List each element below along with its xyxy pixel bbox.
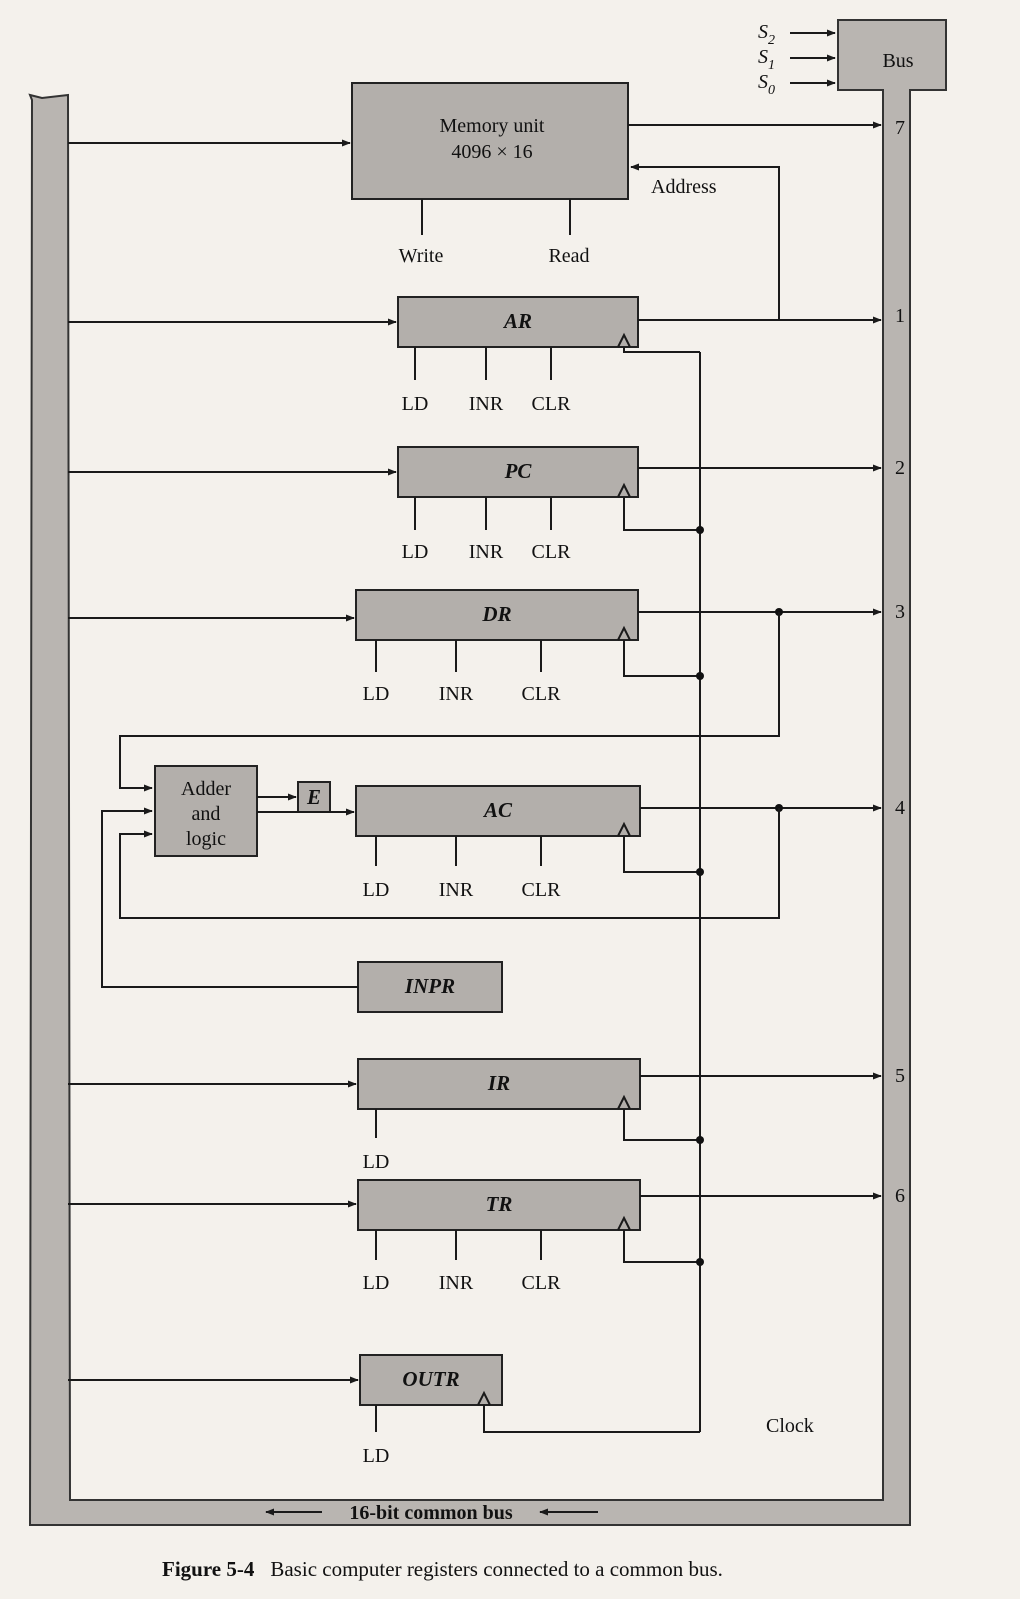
ac-clock-junction bbox=[696, 868, 704, 876]
bus-label: Bus bbox=[882, 50, 913, 72]
pc-clock-junction bbox=[696, 526, 704, 534]
ac-ld-label: LD bbox=[363, 879, 390, 901]
address-label: Address bbox=[651, 176, 717, 198]
inpr-name: INPR bbox=[404, 974, 455, 998]
outr-name: OUTR bbox=[402, 1367, 459, 1391]
pc-inr-label: INR bbox=[469, 541, 504, 563]
ac-register bbox=[355, 785, 641, 837]
tr-clock-line bbox=[623, 1230, 700, 1263]
outr-clock-line bbox=[483, 1405, 700, 1433]
dr-ld-label: LD bbox=[363, 683, 390, 705]
select-s0-label: S0 bbox=[758, 71, 775, 98]
ir-clock-line bbox=[623, 1109, 700, 1141]
dr-name: DR bbox=[481, 602, 511, 626]
bus-port-6: 6 bbox=[895, 1185, 905, 1207]
ir-clock-triangle bbox=[617, 1094, 631, 1110]
clock-label: Clock bbox=[766, 1415, 814, 1437]
ac-inr-label: INR bbox=[439, 879, 474, 901]
ac-clock-line bbox=[623, 836, 700, 873]
ar-clr-label: CLR bbox=[532, 393, 572, 415]
dr-clock-line bbox=[623, 640, 700, 677]
select-lines: S2 S1 S0 bbox=[758, 21, 836, 98]
ar-name: AR bbox=[502, 309, 532, 333]
tr-name: TR bbox=[486, 1192, 513, 1216]
memory-size: 4096 × 16 bbox=[451, 141, 532, 163]
common-bus-label: 16-bit common bus bbox=[349, 1502, 513, 1524]
dr-clr-label: CLR bbox=[522, 683, 562, 705]
outr-register bbox=[359, 1354, 503, 1406]
read-label: Read bbox=[548, 245, 589, 267]
ar-clock-triangle bbox=[617, 332, 631, 348]
tr-clock-junction bbox=[696, 1258, 704, 1266]
ac-clr-label: CLR bbox=[522, 879, 562, 901]
bus-port-5: 5 bbox=[895, 1065, 905, 1087]
tr-clock-triangle bbox=[617, 1215, 631, 1231]
ac-name: AC bbox=[482, 798, 513, 822]
pc-ld-label: LD bbox=[402, 541, 429, 563]
ir-clock-junction bbox=[696, 1136, 704, 1144]
bus-port-7: 7 bbox=[895, 117, 905, 139]
e-flag-label: E bbox=[306, 785, 321, 809]
dr-to-alu-line bbox=[119, 612, 780, 792]
tr-register bbox=[357, 1179, 641, 1231]
tr-inr-label: INR bbox=[439, 1272, 474, 1294]
bus-port-3: 3 bbox=[895, 601, 905, 623]
ar-inr-label: INR bbox=[469, 393, 504, 415]
ar-register bbox=[397, 296, 639, 348]
tr-ld-label: LD bbox=[363, 1272, 390, 1294]
outr-clock-triangle bbox=[477, 1390, 491, 1406]
address-line bbox=[630, 163, 780, 320]
adder-line1: Adder bbox=[181, 778, 231, 800]
adder-line2: and bbox=[192, 803, 221, 825]
dr-register bbox=[355, 589, 639, 641]
ar-ld-label: LD bbox=[402, 393, 429, 415]
pc-clock-line bbox=[623, 497, 700, 531]
dr-clock-triangle bbox=[617, 625, 631, 641]
inpr-to-alu-line bbox=[101, 807, 358, 988]
common-bus bbox=[28, 19, 947, 1526]
ac-to-alu-line bbox=[119, 808, 780, 919]
inpr-register bbox=[357, 961, 503, 1013]
tr-clr-label: CLR bbox=[522, 1272, 562, 1294]
outr-ld-label: LD bbox=[363, 1445, 390, 1467]
bus-port-2: 2 bbox=[895, 457, 905, 479]
bus-port-4: 4 bbox=[895, 797, 905, 819]
ar-clock-line bbox=[623, 347, 700, 353]
adder-line3: logic bbox=[186, 828, 226, 850]
memory-unit bbox=[351, 82, 629, 200]
dr-inr-label: INR bbox=[439, 683, 474, 705]
ir-name: IR bbox=[487, 1071, 510, 1095]
pc-clock-triangle bbox=[617, 482, 631, 498]
pc-register bbox=[397, 446, 639, 498]
ac-clock-triangle bbox=[617, 821, 631, 837]
write-label: Write bbox=[399, 245, 444, 267]
pc-clr-label: CLR bbox=[532, 541, 572, 563]
ir-ld-label: LD bbox=[363, 1151, 390, 1173]
select-s1-label: S1 bbox=[758, 46, 775, 73]
adder-logic-unit bbox=[154, 765, 258, 857]
ir-register bbox=[357, 1058, 641, 1110]
dr-clock-junction bbox=[696, 672, 704, 680]
select-s2-label: S2 bbox=[758, 21, 775, 48]
pc-name: PC bbox=[504, 459, 533, 483]
bus-port-1: 1 bbox=[895, 305, 905, 327]
memory-title: Memory unit bbox=[440, 115, 545, 137]
